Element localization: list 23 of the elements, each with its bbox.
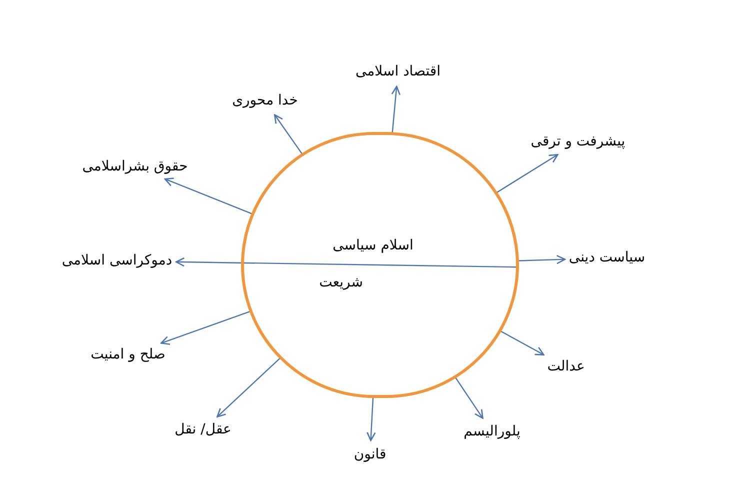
arrow bbox=[164, 178, 252, 214]
concept-label: پلورالیسم bbox=[464, 422, 520, 442]
concept-label: دموکراسی اسلامی bbox=[62, 250, 172, 272]
circle-label: شریعت bbox=[319, 274, 363, 292]
arrow bbox=[391, 86, 401, 133]
concept-label: حقوق بشراسلامی bbox=[82, 156, 188, 178]
arrow bbox=[454, 376, 484, 419]
circle-label: اسلام سیاسی bbox=[332, 236, 414, 256]
concept-label: صلح و امنیت bbox=[90, 344, 166, 366]
arrow bbox=[518, 254, 566, 264]
concept-label: خدا محوری bbox=[232, 90, 298, 112]
arrow bbox=[274, 114, 304, 155]
concept-label: سیاست دینی bbox=[568, 248, 646, 268]
concept-label: عدالت bbox=[547, 356, 585, 378]
arrow bbox=[496, 154, 558, 194]
concept-label: پیشرفت و ترقی bbox=[530, 132, 626, 152]
concept-label: عقل/ نقل bbox=[174, 420, 232, 440]
arrow bbox=[500, 330, 544, 356]
arrow bbox=[366, 398, 376, 442]
arrow bbox=[160, 310, 250, 345]
concept-label: قانون bbox=[354, 444, 386, 466]
arrow bbox=[216, 357, 281, 418]
concept-label: اقتصاد اسلامی bbox=[355, 62, 441, 82]
